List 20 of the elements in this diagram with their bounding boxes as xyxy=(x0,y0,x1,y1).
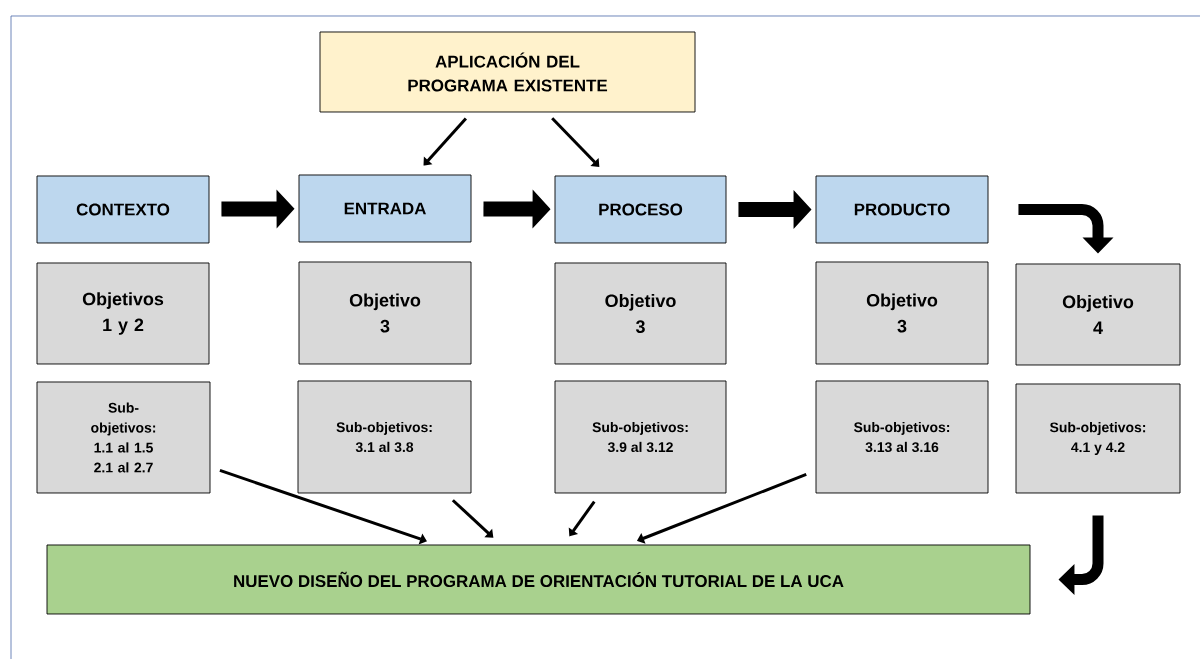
objective-box: Objetivo 3 xyxy=(554,262,727,365)
arrow xyxy=(423,117,467,166)
stage-box: CONTEXTO xyxy=(36,175,210,244)
objective-box: Objetivo 4 xyxy=(1015,263,1181,366)
result-box: NUEVO DISEÑO DEL PROGRAMA DE ORIENTACIÓN TUTORIAL DE LA UCA xyxy=(46,544,1031,615)
arrow xyxy=(451,499,494,538)
objective-box: Objetivo 3 xyxy=(815,261,989,365)
arrow xyxy=(568,500,596,537)
sub-objectives-box: Sub-objetivos: 3.9 al 3.12 xyxy=(554,380,727,494)
stage-box: PRODUCTO xyxy=(815,175,989,244)
sub-objectives-box: Sub-objetivos: 1.1 al 1.5 2.1 al 2.7 xyxy=(36,381,211,494)
program-box: APLICACIÓN DEL PROGRAMA EXISTENTE xyxy=(319,31,696,113)
sub-objectives-box: Sub-objetivos: 4.1 y 4.2 xyxy=(1015,383,1181,494)
objective-box: Objetivos 1 y 2 xyxy=(36,262,210,365)
stage-box: PROCESO xyxy=(554,175,727,244)
stage-box: ENTRADA xyxy=(298,174,472,243)
arrow xyxy=(551,117,600,167)
objective-box: Objetivo 3 xyxy=(298,261,472,365)
sub-objectives-box: Sub-objetivos: 3.1 al 3.8 xyxy=(297,380,472,494)
sub-objectives-box: Sub-objetivos: 3.13 al 3.16 xyxy=(815,380,989,494)
